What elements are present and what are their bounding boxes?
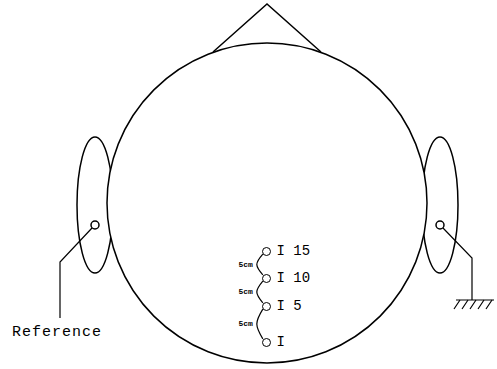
distance-arc xyxy=(257,281,263,303)
distance-label: 5cm xyxy=(237,261,253,269)
reference-electrode xyxy=(91,221,99,229)
electrode-label: I 5 xyxy=(277,299,302,313)
electrode-label: I 10 xyxy=(277,271,311,285)
ground-hatch xyxy=(454,300,492,309)
reference-leader xyxy=(60,228,92,318)
distance-label: 5cm xyxy=(237,320,253,328)
head-outline xyxy=(107,43,427,363)
ground-electrode xyxy=(436,221,444,229)
distance-arc xyxy=(257,254,263,275)
distance-label: 5cm xyxy=(237,288,253,296)
electrode-label: I 15 xyxy=(277,244,311,258)
electrode-label: I xyxy=(277,335,285,349)
electrode: I 15 xyxy=(262,247,271,256)
electrode: I 10 xyxy=(262,274,271,283)
ground-wire xyxy=(443,228,472,300)
reference-label: Reference xyxy=(12,325,102,340)
electrode: I 5 xyxy=(262,302,271,311)
electrode: I xyxy=(262,338,271,347)
distance-arc xyxy=(257,309,263,339)
